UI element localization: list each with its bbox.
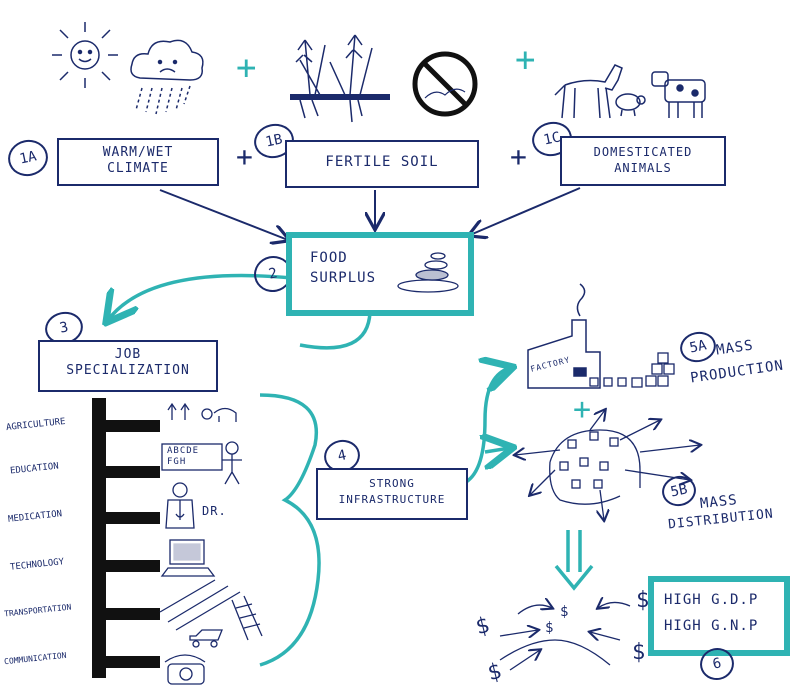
infrastructure-box: STRONG INFRASTRUCTURE <box>316 468 468 520</box>
jobs-label-line1: JOB <box>114 347 142 362</box>
soil-line <box>290 94 390 100</box>
agriculture-sketch <box>167 402 237 422</box>
doctor-sketch <box>165 482 195 529</box>
computer-sketch <box>160 539 216 577</box>
sun-icon <box>52 22 118 88</box>
telephone-sketch <box>164 654 206 685</box>
gdp-box: HIGH G.D.P HIGH G.N.P <box>648 576 790 656</box>
dollar-sign: $ <box>632 640 647 665</box>
climate-label-line2: CLIMATE <box>107 161 169 176</box>
education-fgh-text: FGH <box>167 457 187 467</box>
brace-jobs-to-infra <box>259 393 321 667</box>
plus-operator: + <box>236 48 258 88</box>
job-ladder <box>92 398 160 678</box>
dollar-sign: $ <box>545 620 555 636</box>
plus-operator: + <box>510 140 528 173</box>
plus-operator: + <box>515 40 537 80</box>
climate-box: WARM/WET CLIMATE <box>57 138 219 186</box>
arrow-climate-to-surplus <box>159 189 288 240</box>
climate-label-line1: WARM/WET <box>102 145 174 160</box>
soil-label: FERTILE SOIL <box>325 154 439 170</box>
rain-cloud-icon <box>130 39 204 115</box>
arrow-infra-to-production <box>464 368 510 484</box>
food-surplus-box: FOOD SURPLUS <box>286 232 474 316</box>
animals-box: DOMESTICATED ANIMALS <box>560 136 726 186</box>
education-sketch <box>161 441 242 485</box>
plus-operator: + <box>236 140 254 173</box>
doctor-label: DR. <box>202 504 227 518</box>
infra-label-line1: STRONG <box>369 477 415 490</box>
wheat-plants-icon <box>295 34 373 123</box>
transportation-sketch <box>159 579 263 648</box>
soil-box: FERTILE SOIL <box>285 140 479 188</box>
animals-label-line2: ANIMALS <box>614 161 672 175</box>
money-flow-sketch <box>499 602 631 671</box>
arrow-animals-to-surplus <box>470 187 581 235</box>
products-boxes <box>589 352 675 388</box>
cow-icon <box>651 71 706 118</box>
arrow-surplus-to-jobs <box>108 273 293 320</box>
surplus-label-line1: FOOD <box>310 250 348 266</box>
connector-surplus-to-infra <box>299 311 372 350</box>
animals-label-line1: DOMESTICATED <box>593 145 693 159</box>
education-abc-text: ABCDE <box>167 446 200 456</box>
infra-label-line2: INFRASTRUCTURE <box>338 493 446 506</box>
gdp-label-line2: HIGH G.N.P <box>664 618 759 634</box>
double-arrow-down <box>554 530 594 591</box>
surplus-label-line2: SURPLUS <box>310 270 377 286</box>
prohibited-soil-icon <box>412 51 478 117</box>
plus-operator: + <box>573 392 593 427</box>
jobs-label-line2: SPECIALIZATION <box>66 363 190 378</box>
dollar-sign: $ <box>560 604 570 620</box>
job-specialization-box: JOB SPECIALIZATION <box>38 340 218 392</box>
gdp-label-line1: HIGH G.D.P <box>664 592 759 608</box>
dollar-sign: $ <box>636 588 651 613</box>
distribution-network <box>515 410 700 520</box>
horse-icon <box>554 64 623 119</box>
factory-sketch <box>527 283 601 389</box>
pig-icon <box>615 93 646 117</box>
arrow-infra-to-distribution <box>485 448 510 452</box>
